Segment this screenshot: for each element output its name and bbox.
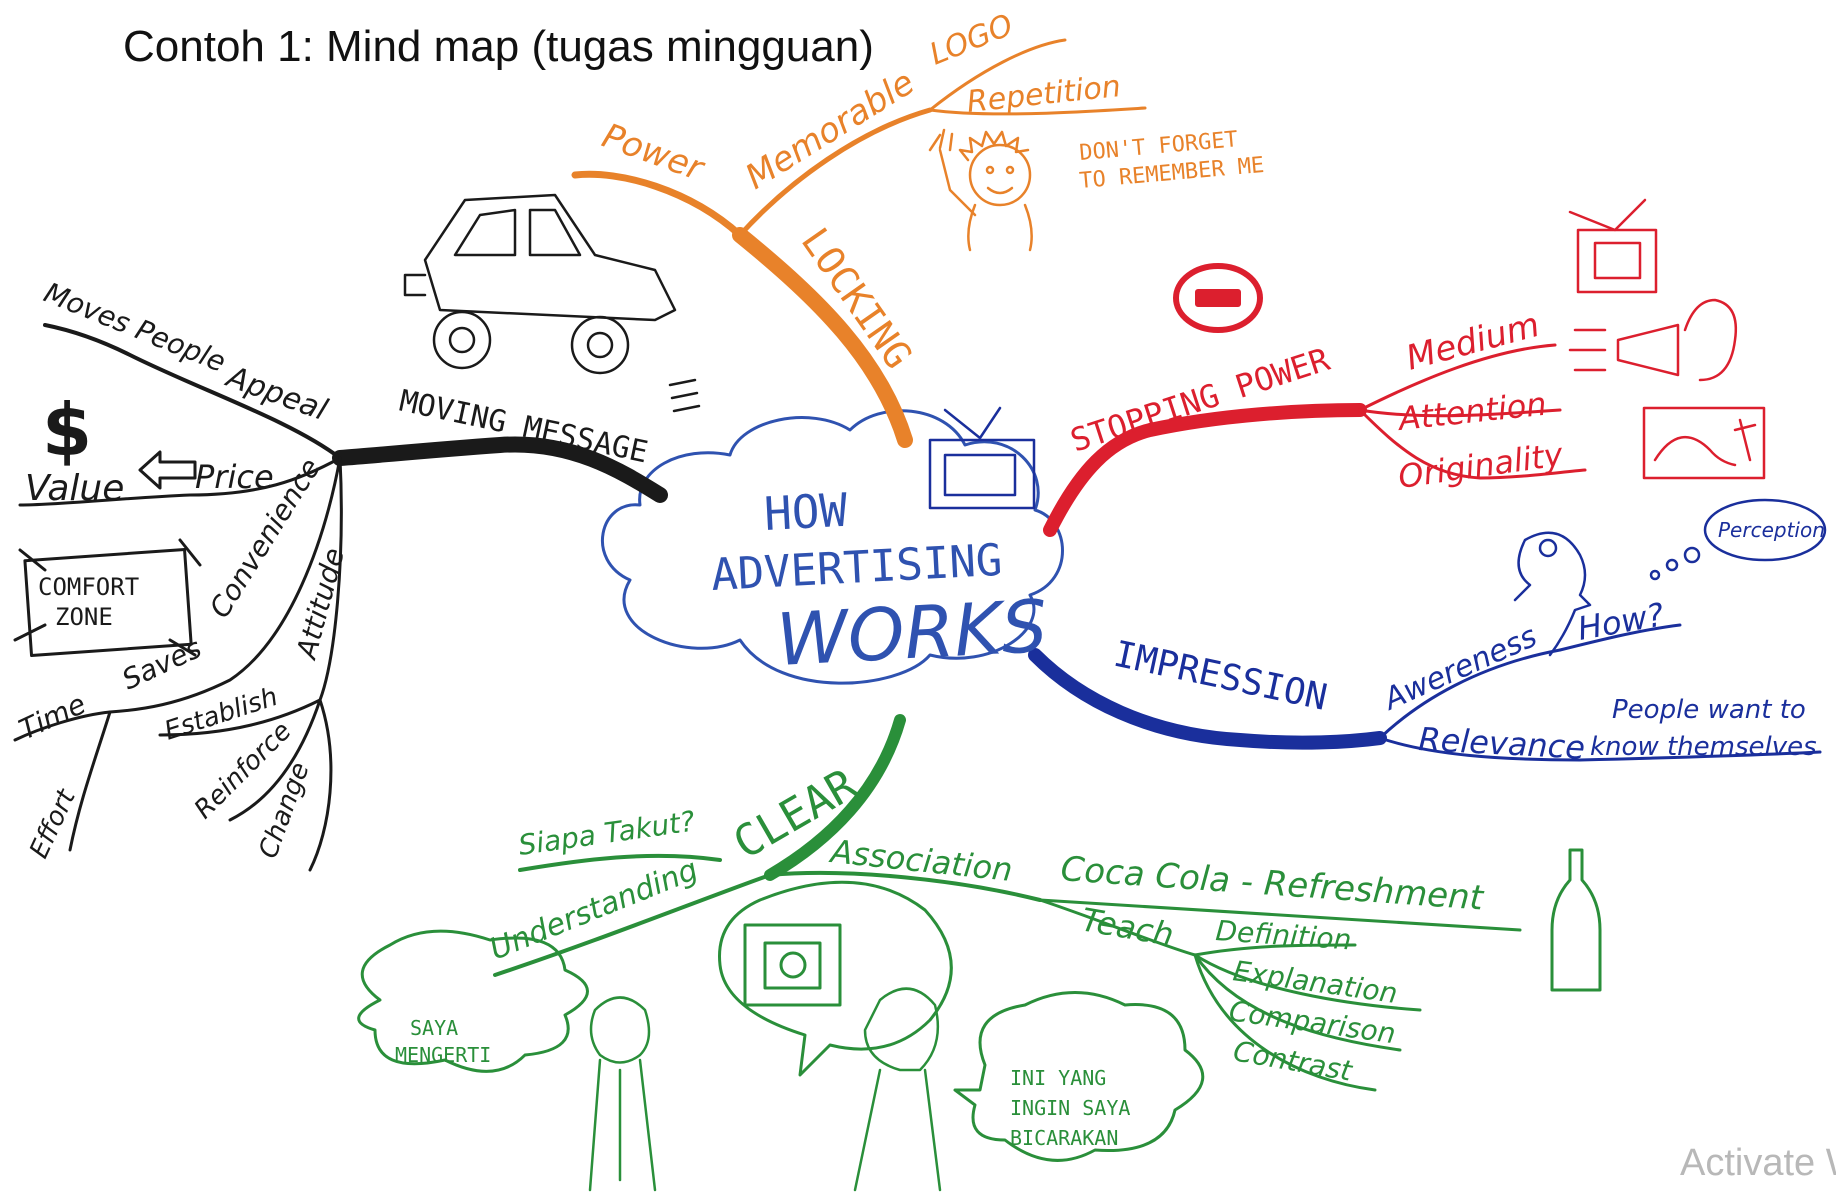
teach-line xyxy=(1038,898,1197,957)
megaphone-icon xyxy=(1568,298,1738,382)
attention-line xyxy=(1358,408,1562,418)
comfort-line-1: COMFORT xyxy=(38,573,139,601)
logo-line xyxy=(928,38,1067,112)
originality-label: Originality xyxy=(1396,435,1566,496)
locking-branch xyxy=(571,38,1147,448)
value-label: Value xyxy=(25,468,124,509)
two-people-icon xyxy=(588,987,942,1192)
bubble-left-line-1: SAYA xyxy=(410,1016,458,1040)
picture-frame-icon xyxy=(1642,406,1766,480)
stopping-label: STOPPING POWER xyxy=(1066,340,1335,460)
bubble-right-line-1: INI YANG xyxy=(1010,1066,1106,1090)
thinking-person-icon xyxy=(928,128,1033,252)
repetition-line xyxy=(928,106,1147,116)
page-title: Contoh 1: Mind map (tugas mingguan) xyxy=(123,22,874,71)
price-arrow-icon xyxy=(138,450,197,490)
definition-line xyxy=(1193,943,1357,957)
change-line xyxy=(308,698,333,872)
effort-line xyxy=(68,710,112,852)
effort-label: Effort xyxy=(24,784,82,863)
speech-bubble-left-icon xyxy=(357,929,589,1073)
attitude-label: Attitude xyxy=(289,544,351,663)
how-line xyxy=(1558,623,1682,652)
tv-icon xyxy=(1568,198,1658,294)
change-label: Change xyxy=(253,759,315,863)
small-tv-icon xyxy=(928,406,1036,510)
impression-label: IMPRESSION xyxy=(1110,634,1331,719)
stopping-main-line xyxy=(1043,403,1367,537)
center-line-1: HOW xyxy=(763,483,849,541)
comfort-zone-icon xyxy=(13,538,202,657)
impression-branch xyxy=(928,406,1827,762)
coca-line xyxy=(1038,898,1522,932)
contrast-label: Contrast xyxy=(1231,1034,1356,1087)
clear-main-line xyxy=(764,714,906,881)
people-line-1: People want to xyxy=(1612,695,1806,725)
speech-bubble-center-icon xyxy=(718,880,953,1077)
time-line xyxy=(13,710,112,742)
bubble-right-line-2: INGIN SAYA xyxy=(1010,1096,1130,1120)
moves-people-label: Moves People xyxy=(39,276,230,379)
medium-line xyxy=(1358,343,1557,412)
bubble-right-line-3: BICARAKAN xyxy=(1010,1126,1118,1150)
explanation-line xyxy=(1193,953,1422,1012)
price-label: Price xyxy=(195,458,274,496)
bottle-icon xyxy=(1550,848,1602,992)
association-line xyxy=(768,871,1042,902)
perception-label: Perception xyxy=(1718,518,1825,542)
moving-main-line xyxy=(332,436,668,503)
speech-bubble-right-icon xyxy=(953,991,1205,1162)
stop-sign-icon xyxy=(1173,263,1263,333)
memorable-line xyxy=(737,107,933,238)
center-line-3: WORKS xyxy=(774,584,1049,682)
attitude-line xyxy=(318,456,343,702)
thinking-head-icon xyxy=(1513,498,1827,657)
comfort-line-2: ZONE xyxy=(55,603,113,631)
reinforce-line xyxy=(228,698,322,822)
convenience-line xyxy=(108,456,342,714)
awareness-label: Awereness xyxy=(1377,619,1542,718)
medium-label: Medium xyxy=(1402,305,1544,379)
locking-main-line xyxy=(732,227,913,448)
contrast-line xyxy=(1193,953,1377,1092)
stopping-branch xyxy=(1043,198,1766,537)
attention-label: Attention xyxy=(1395,385,1548,438)
appeal-line xyxy=(43,323,342,460)
activate-windows-watermark: Activate W xyxy=(1680,1142,1836,1184)
people-line-2: know themselves xyxy=(1590,732,1817,762)
establish-line xyxy=(158,698,322,737)
power-line xyxy=(571,170,744,239)
time-label: Time xyxy=(14,687,91,746)
clear-branch xyxy=(357,714,1602,1192)
understanding-line xyxy=(493,873,772,977)
siapa-line xyxy=(518,853,722,872)
appeal-label: Appeal xyxy=(220,359,332,428)
price-line xyxy=(18,456,342,507)
memorable-label: Memorable xyxy=(739,63,922,198)
bubble-left-line-2: MENGERTI xyxy=(395,1043,491,1067)
relevance-line xyxy=(1378,736,1822,762)
saves-label: Saves xyxy=(117,631,206,696)
moving-branch xyxy=(13,193,701,872)
originality-line xyxy=(1358,408,1587,480)
siapa-label: Siapa Takut? xyxy=(516,805,697,862)
relevance-label: Relevance xyxy=(1418,720,1586,767)
comparison-line xyxy=(1193,953,1402,1052)
understanding-label: Understanding xyxy=(485,852,703,967)
awareness-line xyxy=(1378,648,1562,740)
car-icon xyxy=(403,193,701,413)
center-cloud xyxy=(601,409,1064,685)
dollar-label: $ xyxy=(42,388,92,472)
impression-main-line xyxy=(1028,648,1387,750)
